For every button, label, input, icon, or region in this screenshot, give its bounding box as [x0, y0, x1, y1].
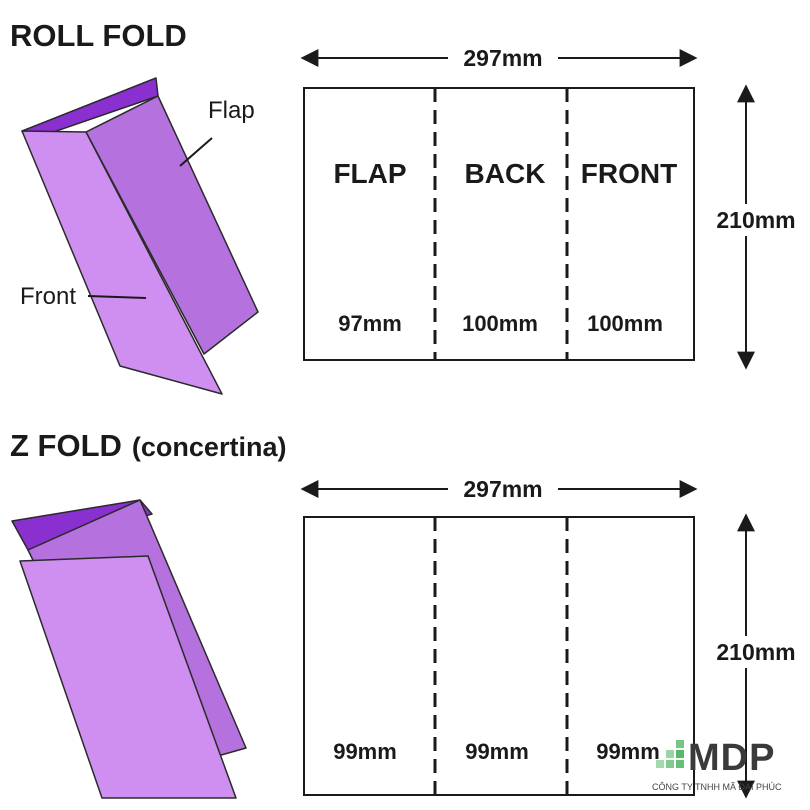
roll-fold-illustration	[21, 77, 259, 395]
roll-fold-panel-width: 100mm	[587, 311, 663, 336]
front-callout-line	[87, 295, 147, 299]
roll-fold-width-label: 297mm	[463, 45, 542, 71]
roll-fold-height-label: 210mm	[716, 207, 795, 233]
roll-fold-panel-width: 100mm	[462, 311, 538, 336]
logo-mark-icon	[656, 740, 684, 768]
z-fold-panel-width: 99mm	[333, 739, 397, 764]
z-fold-subtitle: (concertina)	[132, 432, 287, 462]
z-fold-section: Z FOLD(concertina) 297mm 99mm 99mm 99mm …	[10, 428, 808, 799]
z-fold-title: Z FOLD (concertina)	[10, 428, 286, 463]
front-callout-label: Front	[20, 283, 76, 310]
z-fold-height-label: 210mm	[716, 639, 795, 665]
z-fold-title-main: Z FOLD	[10, 428, 122, 463]
roll-fold-panel-name: BACK	[465, 158, 546, 189]
z-fold-width-label-bg	[448, 473, 558, 505]
z-fold-height-label-bg	[704, 636, 808, 668]
z-fold-sheet	[303, 516, 695, 796]
roll-fold-panel-name: FLAP	[333, 158, 406, 189]
z-fold-panel-width: 99mm	[596, 739, 660, 764]
z-fold-illustration	[11, 499, 247, 799]
roll-fold-panel-name: FRONT	[581, 158, 677, 189]
roll-fold-panel-width: 97mm	[338, 311, 402, 336]
z-fold-width-label: 297mm	[463, 476, 542, 502]
z-fold-panel-width: 99mm	[465, 739, 529, 764]
roll-fold-sheet	[303, 87, 695, 361]
logo-text: MDP	[688, 737, 775, 779]
roll-fold-flap-panel	[85, 95, 259, 355]
roll-fold-front-panel	[21, 130, 223, 395]
brand-logo: MDP CÔNG TY TNHH MÃ ĐẠI PHÚC	[652, 737, 782, 792]
roll-fold-title: ROLL FOLD	[10, 18, 187, 53]
logo-subtext: CÔNG TY TNHH MÃ ĐẠI PHÚC	[652, 782, 782, 792]
roll-fold-height-label-bg	[704, 204, 808, 236]
flap-callout-line	[179, 137, 213, 167]
roll-fold-width-label-bg	[448, 42, 558, 74]
roll-fold-section: ROLL FOLD Flap Front 297mm FLAP BACK FRO…	[10, 18, 808, 395]
flap-callout-label: Flap	[208, 97, 255, 124]
z-fold-front-panel	[19, 555, 237, 799]
